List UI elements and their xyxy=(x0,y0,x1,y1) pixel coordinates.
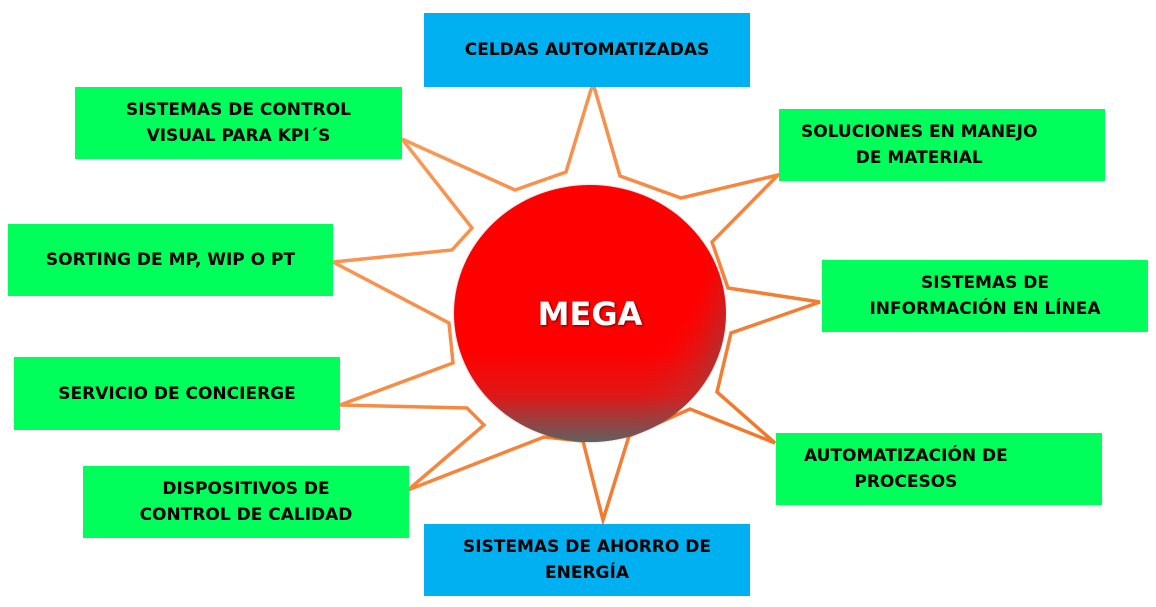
node-automatizacion-procesos: AUTOMATIZACIÓN DE PROCESOS xyxy=(776,433,1102,505)
node-label: SERVICIO DE CONCIERGE xyxy=(58,383,296,404)
node-soluciones-manejo-material: SOLUCIONES EN MANEJO DE MATERIAL xyxy=(779,109,1105,181)
node-control-visual-kpi: SISTEMAS DE CONTROL VISUAL PARA KPI´S xyxy=(75,87,402,159)
node-sorting: SORTING DE MP, WIP O PT xyxy=(8,224,333,296)
node-label: SORTING DE MP, WIP O PT xyxy=(45,250,296,270)
node-label: SISTEMAS DE AHORRO DE ENERGÍA xyxy=(462,537,711,583)
node-label: CELDAS AUTOMATIZADAS xyxy=(464,40,710,60)
node-sistemas-informacion: SISTEMAS DE INFORMACIÓN EN LÍNEA xyxy=(822,260,1148,332)
node-label: SISTEMAS DE CONTROL VISUAL PARA KPI´S xyxy=(125,100,352,146)
node-celdas-automatizadas: CELDAS AUTOMATIZADAS xyxy=(424,13,750,87)
center-label: MEGA xyxy=(537,294,643,333)
node-control-calidad: DISPOSITIVOS DE CONTROL DE CALIDAD xyxy=(83,466,409,538)
center-circle-shade xyxy=(454,185,726,442)
node-label: SISTEMAS DE INFORMACIÓN EN LÍNEA xyxy=(869,273,1101,319)
center-circle: MEGA xyxy=(454,185,726,442)
node-label: AUTOMATIZACIÓN DE PROCESOS xyxy=(804,446,1008,492)
node-label: SOLUCIONES EN MANEJO DE MATERIAL xyxy=(801,122,1038,168)
node-servicio-concierge: SERVICIO DE CONCIERGE xyxy=(14,357,340,430)
node-ahorro-energia: SISTEMAS DE AHORRO DE ENERGÍA xyxy=(424,524,750,596)
node-label: DISPOSITIVOS DE CONTROL DE CALIDAD xyxy=(139,479,353,525)
